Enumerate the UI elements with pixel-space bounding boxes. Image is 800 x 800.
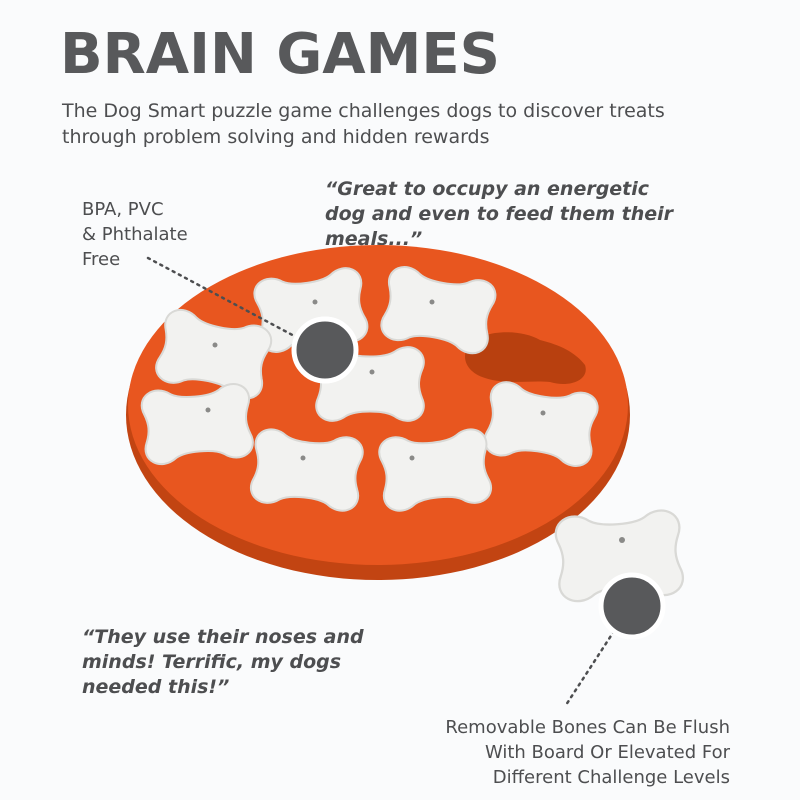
review-quote-bottom: “They use their noses and minds! Terrifi… [82, 625, 382, 700]
material-callout-line: & Phthalate [82, 224, 188, 245]
quote-line: “They use their noses and [82, 626, 364, 648]
bones-callout-line: With Board Or Elevated For [484, 742, 730, 763]
quote-line: needed this!” [82, 676, 230, 698]
bones-callout-line: Removable Bones Can Be Flush [445, 717, 730, 738]
bones-leader-line [564, 623, 620, 707]
material-marker [291, 316, 359, 384]
review-quote-top: “Great to occupy an energetic dog and ev… [325, 177, 685, 252]
material-callout-line: Free [82, 249, 121, 270]
quote-line: meals...” [325, 228, 423, 250]
bone-hole [312, 299, 318, 305]
bones-callout: Removable Bones Can Be Flush With Board … [330, 715, 730, 790]
bone-hole [300, 455, 306, 461]
bone-hole [212, 342, 218, 348]
bone-hole [369, 369, 375, 375]
bone-hole [429, 299, 435, 305]
subtitle: The Dog Smart puzzle game challenges dog… [62, 100, 665, 148]
bones-marker [598, 572, 666, 640]
bone-hole [205, 407, 211, 413]
quote-line: dog and even to feed them their [325, 203, 674, 225]
material-callout: BPA, PVC & Phthalate Free [82, 197, 242, 272]
bone-hole [540, 410, 546, 416]
material-leader-line [146, 256, 300, 340]
quote-line: minds! Terrific, my dogs [82, 651, 342, 673]
empty-bone-slot [465, 332, 586, 385]
page-title: BRAIN GAMES [60, 22, 500, 87]
bones-callout-line: Different Challenge Levels [492, 767, 730, 788]
bone-hole [619, 537, 625, 543]
material-callout-line: BPA, PVC [82, 199, 164, 220]
bone-hole [409, 455, 415, 461]
quote-line: “Great to occupy an energetic [325, 178, 650, 200]
